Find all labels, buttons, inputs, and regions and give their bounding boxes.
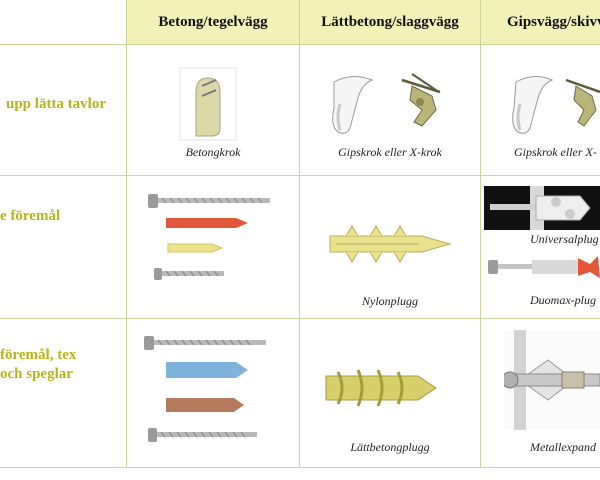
nylon-plug-icon [329, 225, 452, 263]
column-header-concrete: Betong/tegelvägg [127, 0, 299, 44]
grid-divider [480, 0, 481, 468]
caption-universal-plug: Universalplug [530, 232, 599, 246]
column-header-lightweight-concrete: Lättbetong/slaggvägg [300, 0, 480, 44]
caption-nylon-plug: Nylonplugg [362, 294, 418, 308]
grid-divider [0, 175, 600, 176]
plaster-hook-icon [512, 76, 554, 134]
row-label-light-pictures: upp lätta tavlor [6, 95, 130, 114]
caption-lightweight-concrete-plug: Lättbetongplugg [350, 440, 430, 454]
header-empty-cell [0, 0, 126, 44]
grid-divider [126, 0, 127, 468]
row-label-line: upp lätta tavlor [6, 96, 107, 112]
metal-expansion-anchor-icon [504, 330, 600, 430]
x-hook-icon [565, 78, 600, 127]
universal-plug-icon [484, 186, 600, 230]
lightweight-concrete-plug-icon [325, 369, 437, 407]
x-hook-icon [401, 73, 441, 127]
concrete-hook-icon [179, 67, 237, 141]
screws-and-plugs-icon [144, 336, 266, 442]
caption-plaster-x-hook: Gipskrok eller X- [514, 145, 597, 159]
screws-and-plugs-icon [148, 194, 270, 280]
grid-divider [299, 0, 300, 468]
row-label-line: föremål, tex [0, 347, 77, 363]
duomax-plug-icon [488, 256, 600, 278]
row-label-heavy-items: föremål, tex och speglar [0, 346, 124, 384]
caption-duomax-plug: Duomax-plug [530, 293, 596, 307]
grid-divider [0, 318, 600, 319]
grid-divider [0, 44, 600, 45]
caption-concrete-hook: Betongkrok [185, 145, 241, 159]
caption-metal-expansion-anchor: Metallexpand [530, 440, 596, 454]
column-header-plasterboard: Gipsvägg/skivv [481, 0, 600, 44]
plaster-hook-icon [332, 76, 374, 134]
grid-divider [0, 467, 600, 468]
row-label-medium-items: e föremål [0, 207, 124, 226]
row-label-line: och speglar [0, 366, 73, 382]
caption-plaster-x-hook: Gipskrok eller X-krok [338, 145, 442, 159]
row-label-line: e föremål [0, 208, 61, 224]
